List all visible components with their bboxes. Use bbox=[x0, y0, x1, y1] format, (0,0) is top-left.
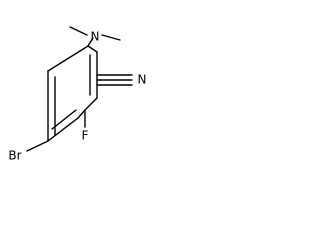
atom-label-nitrile-nitrogen: N bbox=[138, 73, 147, 87]
ring-bond-c3-c2-double bbox=[51, 109, 77, 130]
atom-label-amine-nitrogen: N bbox=[91, 30, 100, 44]
molecule-drawing: N N Br F bbox=[8, 26, 147, 163]
structure-diagram: N N Br F bbox=[0, 0, 182, 185]
bond-ring-bromine bbox=[26, 140, 49, 152]
ring-bond-c1-c6 bbox=[47, 45, 89, 72]
bond-amine-n-methyl-left bbox=[69, 26, 88, 36]
bond-amine-n-methyl-right bbox=[101, 34, 121, 41]
ring-bond-c6-c5 bbox=[87, 45, 98, 53]
bond-c6-amine-n bbox=[87, 37, 94, 47]
ring-bond-c5-c4 bbox=[84, 97, 98, 111]
atom-label-fluorine: F bbox=[82, 129, 89, 143]
atom-label-bromine: Br bbox=[8, 149, 21, 163]
ring-bond-c3-c2 bbox=[47, 117, 79, 142]
ring-bond-c4-c3 bbox=[77, 109, 86, 119]
